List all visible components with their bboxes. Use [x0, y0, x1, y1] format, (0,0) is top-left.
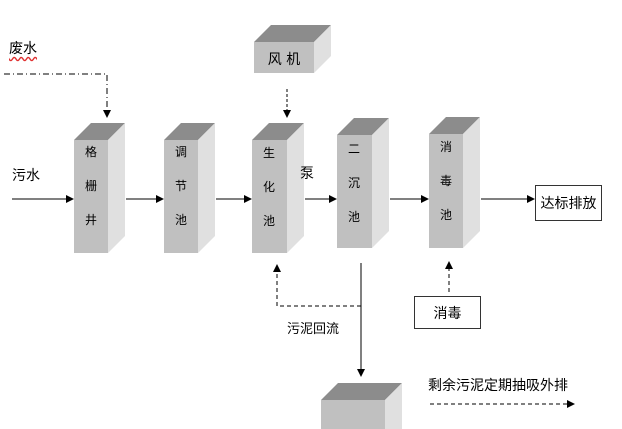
sludge-return-arrow	[273, 264, 361, 307]
unit-char: 化	[262, 180, 275, 194]
discharge-box: 达标排放	[535, 185, 602, 221]
wastewater-dashdot-line	[4, 73, 111, 118]
unit-char: 栅	[84, 179, 97, 193]
blower-label: 风 机	[267, 52, 301, 68]
unit-char: 调	[174, 145, 187, 159]
unit-char: 格	[84, 145, 97, 159]
unit-char: 池	[262, 214, 275, 228]
unit-char: 毒	[439, 174, 452, 188]
pump-label: 泵	[300, 166, 314, 182]
unit-char: 二	[347, 142, 360, 156]
box-regulating-tank	[164, 123, 215, 253]
sludge-return-label: 污泥回流	[287, 322, 340, 337]
unit-char: 消	[439, 140, 452, 154]
box-disinfection-tank	[429, 117, 480, 248]
unit-char: 生	[262, 146, 275, 160]
box-bio-tank	[252, 123, 304, 253]
grille-well-label: 格 栅 井	[80, 146, 102, 226]
unit-char: 池	[174, 213, 187, 227]
box-blower	[254, 25, 331, 73]
unit-char: 节	[174, 179, 187, 193]
discharge-label: 达标排放	[540, 196, 597, 212]
box-secondary-settling-tank	[337, 118, 389, 248]
unit-char: 池	[439, 208, 452, 222]
wastewater-label: 废水	[9, 41, 37, 57]
secondary-settling-tank-label: 二 沉 池	[343, 143, 365, 223]
regulating-tank-label: 调 节 池	[170, 146, 192, 226]
box-grille-well	[74, 123, 125, 253]
disinfect-label: 消毒	[433, 305, 462, 322]
unit-char: 沉	[347, 176, 360, 190]
sludge-note-label: 剩余污泥定期抽吸外排	[428, 378, 568, 394]
disinfection-tank-label: 消 毒 池	[435, 141, 457, 221]
bio-tank-label: 生 化 池	[258, 147, 280, 227]
sewage-label: 污水	[12, 168, 40, 184]
disinfect-box: 消毒	[414, 296, 481, 329]
box-sludge-tank	[321, 383, 402, 429]
unit-char: 井	[84, 213, 97, 227]
unit-char: 池	[347, 210, 360, 224]
